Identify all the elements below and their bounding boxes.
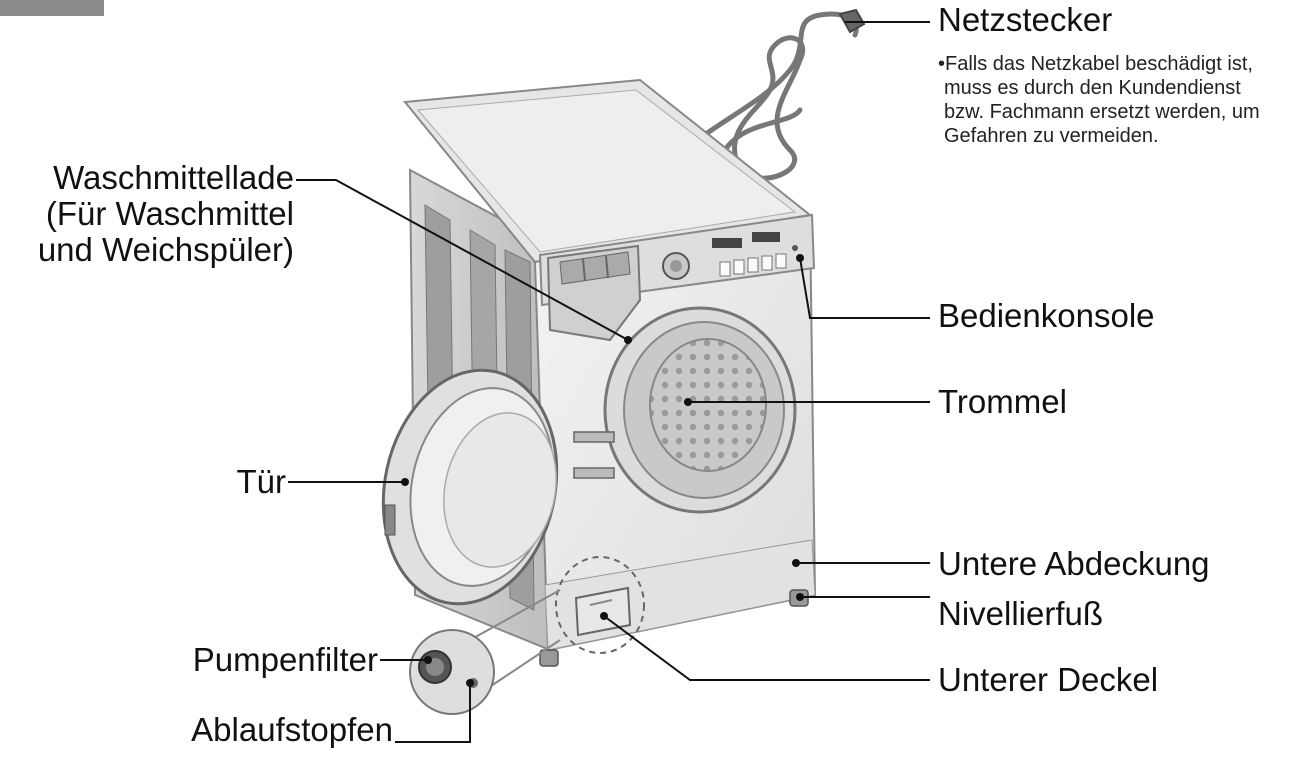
note-line: muss es durch den Kundendienst bbox=[944, 77, 1241, 99]
label-nivellierfuss: Nivellierfuß bbox=[938, 595, 1104, 632]
lower-flap bbox=[555, 556, 645, 654]
note-line: bzw. Fachmann ersetzt werden, um bbox=[944, 101, 1260, 123]
label-tuer: Tür bbox=[236, 463, 287, 500]
label-bedienkonsole: Bedienkonsole bbox=[938, 297, 1155, 334]
label-untere-abdeckung: Untere Abdeckung bbox=[938, 545, 1210, 582]
leveling-feet bbox=[539, 589, 809, 667]
label-ablaufstopfen: Ablaufstopfen bbox=[191, 711, 393, 748]
note-line: Gefahren zu vermeiden. bbox=[944, 125, 1159, 147]
label-line: (Für Waschmittel bbox=[45, 195, 294, 232]
cabinet-top bbox=[403, 78, 813, 264]
leader-dots bbox=[401, 254, 804, 687]
note-line: •Falls das Netzkabel beschädigt ist, bbox=[938, 53, 1253, 75]
drum bbox=[603, 306, 797, 514]
label-pumpenfilter: Pumpenfilter bbox=[192, 641, 378, 678]
label-waschmittellade: Waschmittellade (Für Waschmittel und Wei… bbox=[0, 160, 294, 268]
label-line: und Weichspüler) bbox=[37, 231, 294, 268]
detergent-drawer bbox=[546, 244, 642, 342]
leader-lines bbox=[288, 21, 930, 743]
corner-tab bbox=[0, 0, 104, 16]
power-cord-note: •Falls das Netzkabel beschädigt ist, mus… bbox=[938, 52, 1260, 148]
label-line: Waschmittellade bbox=[53, 159, 294, 196]
label-unterer-deckel: Unterer Deckel bbox=[938, 661, 1159, 698]
label-trommel: Trommel bbox=[938, 383, 1067, 420]
door bbox=[381, 368, 615, 606]
label-netzstecker: Netzstecker bbox=[938, 1, 1113, 38]
